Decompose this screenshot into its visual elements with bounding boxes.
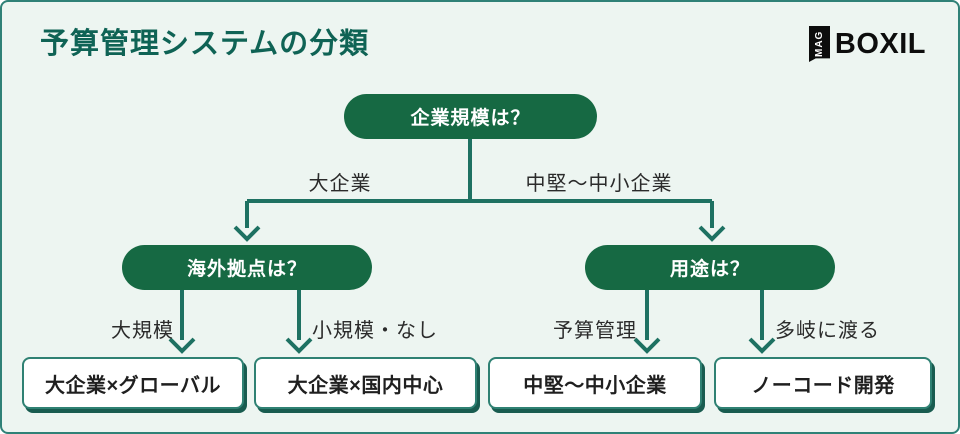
edge-label-large-scale: 大規模 [111, 320, 174, 342]
arrow-down-icon [285, 337, 313, 354]
leaf-enterprise-domestic: 大企業×国内中心 [254, 357, 477, 409]
leaf-nocode-development: ノーコード開発 [714, 357, 932, 409]
node-overseas-bases: 海外拠点は？ [122, 245, 372, 290]
edge-label-large-enterprise: 大企業 [308, 173, 372, 195]
connector-root-split [245, 139, 714, 228]
leaf-enterprise-global: 大企業×グローバル [22, 357, 244, 409]
leaf-midsize-sme: 中堅〜中小企業 [488, 357, 702, 409]
connector-right-drops [645, 290, 764, 340]
arrow-down-icon [233, 225, 261, 242]
node-usage: 用途は？ [585, 245, 835, 290]
edge-label-wide-ranging: 多岐に渡る [775, 320, 880, 342]
arrow-down-icon [633, 337, 661, 354]
arrow-down-icon [168, 337, 196, 354]
arrow-down-icon [748, 337, 776, 354]
edge-label-small-or-none: 小規模・なし [312, 320, 438, 342]
page-title: 予算管理システムの分類 [40, 28, 370, 60]
arrow-down-icon [698, 225, 726, 242]
edge-label-budget-management: 予算管理 [553, 320, 637, 342]
edge-label-midsize-sme: 中堅〜中小企業 [525, 173, 673, 195]
connector-left-drops [180, 290, 301, 340]
logo-wordmark: BOXIL [834, 27, 926, 60]
node-company-size: 企業規模は？ [344, 94, 597, 139]
boxil-logo: MAG BOXIL [809, 26, 926, 62]
